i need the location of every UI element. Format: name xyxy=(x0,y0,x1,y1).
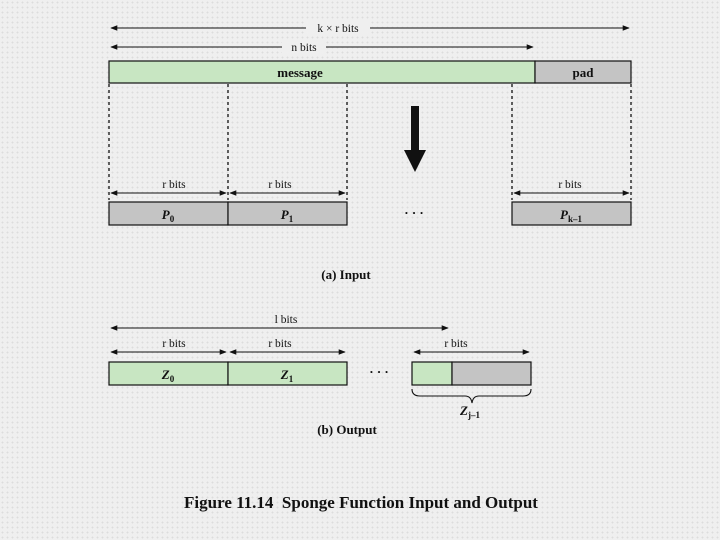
n-bits-label: n bits xyxy=(291,42,317,54)
block-z0-label: Z0 xyxy=(161,367,175,384)
r-bits-label-pk: r bits xyxy=(558,179,582,191)
r-bits-label-z0: r bits xyxy=(162,338,186,350)
r-bits-label-zj: r bits xyxy=(444,338,468,350)
block-p1-label: P1 xyxy=(281,207,294,224)
figure-caption: Figure 11.14 Sponge Function Input and O… xyxy=(184,493,538,512)
brace-zj xyxy=(411,388,532,404)
output-caption: (b) Output xyxy=(317,422,377,437)
pad-block xyxy=(534,60,632,84)
block-zj-gray xyxy=(451,361,532,386)
block-p0-label: P0 xyxy=(162,207,175,224)
l-bits-label: l bits xyxy=(275,314,298,326)
down-arrow-icon xyxy=(404,106,426,172)
kr-bits-label: k × r bits xyxy=(317,23,359,35)
block-z1-label: Z1 xyxy=(280,367,294,384)
output-ellipsis: · · · xyxy=(369,364,389,379)
block-z1 xyxy=(227,361,348,386)
r-bits-label-z1: r bits xyxy=(268,338,292,350)
r-bits-label-p1: r bits xyxy=(268,179,292,191)
message-label: message xyxy=(277,65,323,80)
block-zj-green xyxy=(411,361,453,386)
block-zj-label: Zj–1 xyxy=(459,403,480,420)
pad-label: pad xyxy=(573,65,595,80)
r-bits-label-p0: r bits xyxy=(162,179,186,191)
input-ellipsis: · · · xyxy=(404,205,424,220)
input-caption: (a) Input xyxy=(321,267,371,282)
block-pk-label: Pk–1 xyxy=(560,207,582,224)
block-p1 xyxy=(227,201,348,226)
block-pk xyxy=(511,201,632,226)
